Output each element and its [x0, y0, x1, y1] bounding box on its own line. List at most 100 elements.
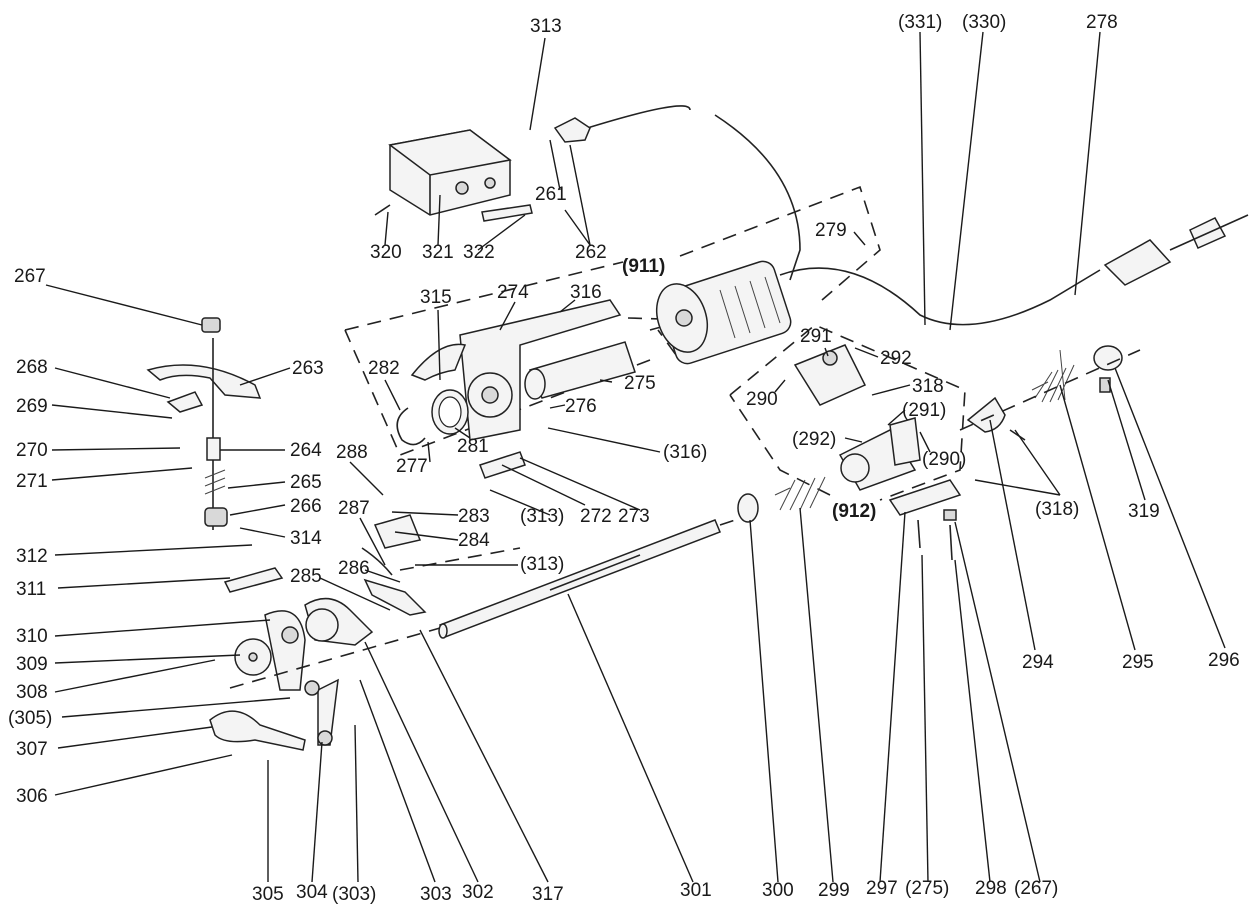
spring-265 — [204, 469, 226, 495]
cam-302 — [304, 597, 374, 646]
label-285: 285 — [290, 566, 322, 587]
motor-assembly — [649, 260, 792, 365]
label-297: 297 — [866, 878, 898, 899]
label-300: 300 — [762, 880, 794, 901]
plate-297 — [888, 479, 962, 516]
cylinder-275 — [524, 341, 636, 400]
label-272: 272 — [580, 506, 612, 527]
label-302: 302 — [462, 882, 494, 903]
label-276: 276 — [565, 396, 597, 417]
label-264: 264 — [290, 440, 322, 461]
spring-299 — [774, 476, 826, 511]
label-313-paren-b: (313) — [520, 506, 564, 527]
label-298: 298 — [975, 878, 1007, 899]
label-274: 274 — [497, 282, 529, 303]
label-284: 284 — [458, 530, 490, 551]
screw-298 — [943, 509, 957, 521]
label-290: 290 — [746, 389, 778, 410]
label-317: 317 — [532, 884, 564, 905]
leader-lines — [45, 31, 1226, 883]
label-310: 310 — [16, 626, 48, 647]
screw-318 — [1009, 429, 1026, 441]
lever-263 — [146, 364, 262, 399]
label-275: 275 — [624, 373, 656, 394]
label-912: (912) — [832, 501, 876, 522]
screw-275 — [917, 519, 921, 549]
label-318-paren: (318) — [1035, 499, 1079, 520]
label-320: 320 — [370, 242, 402, 263]
rod-298 — [949, 524, 953, 561]
label-278: 278 — [1086, 12, 1118, 33]
label-299: 299 — [818, 880, 850, 901]
label-321: 321 — [422, 242, 454, 263]
label-267: 267 — [14, 266, 46, 287]
label-292-paren: (292) — [792, 429, 836, 450]
bracket-261 — [553, 117, 591, 143]
cam-294 — [966, 396, 1006, 433]
bracket-291 — [793, 344, 867, 406]
label-304: 304 — [296, 882, 328, 903]
arm-307 — [209, 710, 306, 751]
shaft-264 — [206, 437, 221, 461]
label-266: 266 — [290, 496, 322, 517]
link-304 — [304, 678, 339, 746]
label-313: 313 — [530, 16, 562, 37]
part-labels: 313 (331) (330) 278 320 321 322 261 262 … — [8, 12, 1240, 905]
label-279: 279 — [815, 220, 847, 241]
label-305-paren: (305) — [8, 708, 52, 729]
label-271: 271 — [16, 471, 48, 492]
dashed-guide — [399, 547, 521, 571]
label-316-paren: (316) — [663, 442, 707, 463]
label-267-paren: (267) — [1014, 878, 1058, 899]
label-273: 273 — [618, 506, 650, 527]
label-270: 270 — [16, 440, 48, 461]
cam-310 — [264, 610, 306, 691]
label-315: 315 — [420, 287, 452, 308]
plug — [1103, 214, 1249, 286]
label-291-paren: (291) — [902, 400, 946, 421]
spring-plate-311 — [223, 567, 284, 593]
label-319: 319 — [1128, 501, 1160, 522]
label-296: 296 — [1208, 650, 1240, 671]
label-275-paren: (275) — [905, 878, 949, 899]
label-307: 307 — [16, 739, 48, 760]
clutch-284 — [373, 514, 422, 549]
label-331: (331) — [898, 12, 942, 33]
label-309: 309 — [16, 654, 48, 675]
ring-281 — [431, 389, 469, 435]
label-318: 318 — [912, 376, 944, 397]
cable-wire — [779, 267, 1101, 326]
label-281: 281 — [457, 436, 489, 457]
label-911: (911) — [622, 256, 665, 277]
label-277: 277 — [396, 456, 428, 477]
group-912-outline — [729, 324, 966, 501]
label-311: 311 — [16, 579, 46, 600]
label-305: 305 — [252, 884, 284, 905]
label-308: 308 — [16, 682, 48, 703]
label-330: (330) — [962, 12, 1006, 33]
right-centerline — [959, 349, 1141, 431]
label-288: 288 — [336, 442, 368, 463]
retaining-ring-282 — [396, 407, 426, 446]
main-shaft-301 — [438, 519, 721, 639]
label-287: 287 — [338, 498, 370, 519]
label-290-paren: (290) — [922, 449, 966, 470]
disc-309 — [234, 638, 272, 676]
label-286: 286 — [338, 558, 370, 579]
label-269: 269 — [16, 396, 48, 417]
label-283: 283 — [458, 506, 490, 527]
label-268: 268 — [16, 357, 48, 378]
lever-285 — [363, 578, 427, 616]
label-303: 303 — [420, 884, 452, 905]
label-263: 263 — [292, 358, 324, 379]
spring-295 — [1031, 349, 1075, 403]
pin-322 — [481, 204, 533, 222]
nut-267 — [201, 317, 221, 333]
plate-268 — [166, 391, 204, 413]
washer-300 — [737, 493, 759, 523]
screw-320 — [374, 204, 391, 216]
label-303-paren: (303) — [332, 884, 376, 905]
group-911-outline — [344, 185, 881, 457]
label-314: 314 — [290, 528, 322, 549]
